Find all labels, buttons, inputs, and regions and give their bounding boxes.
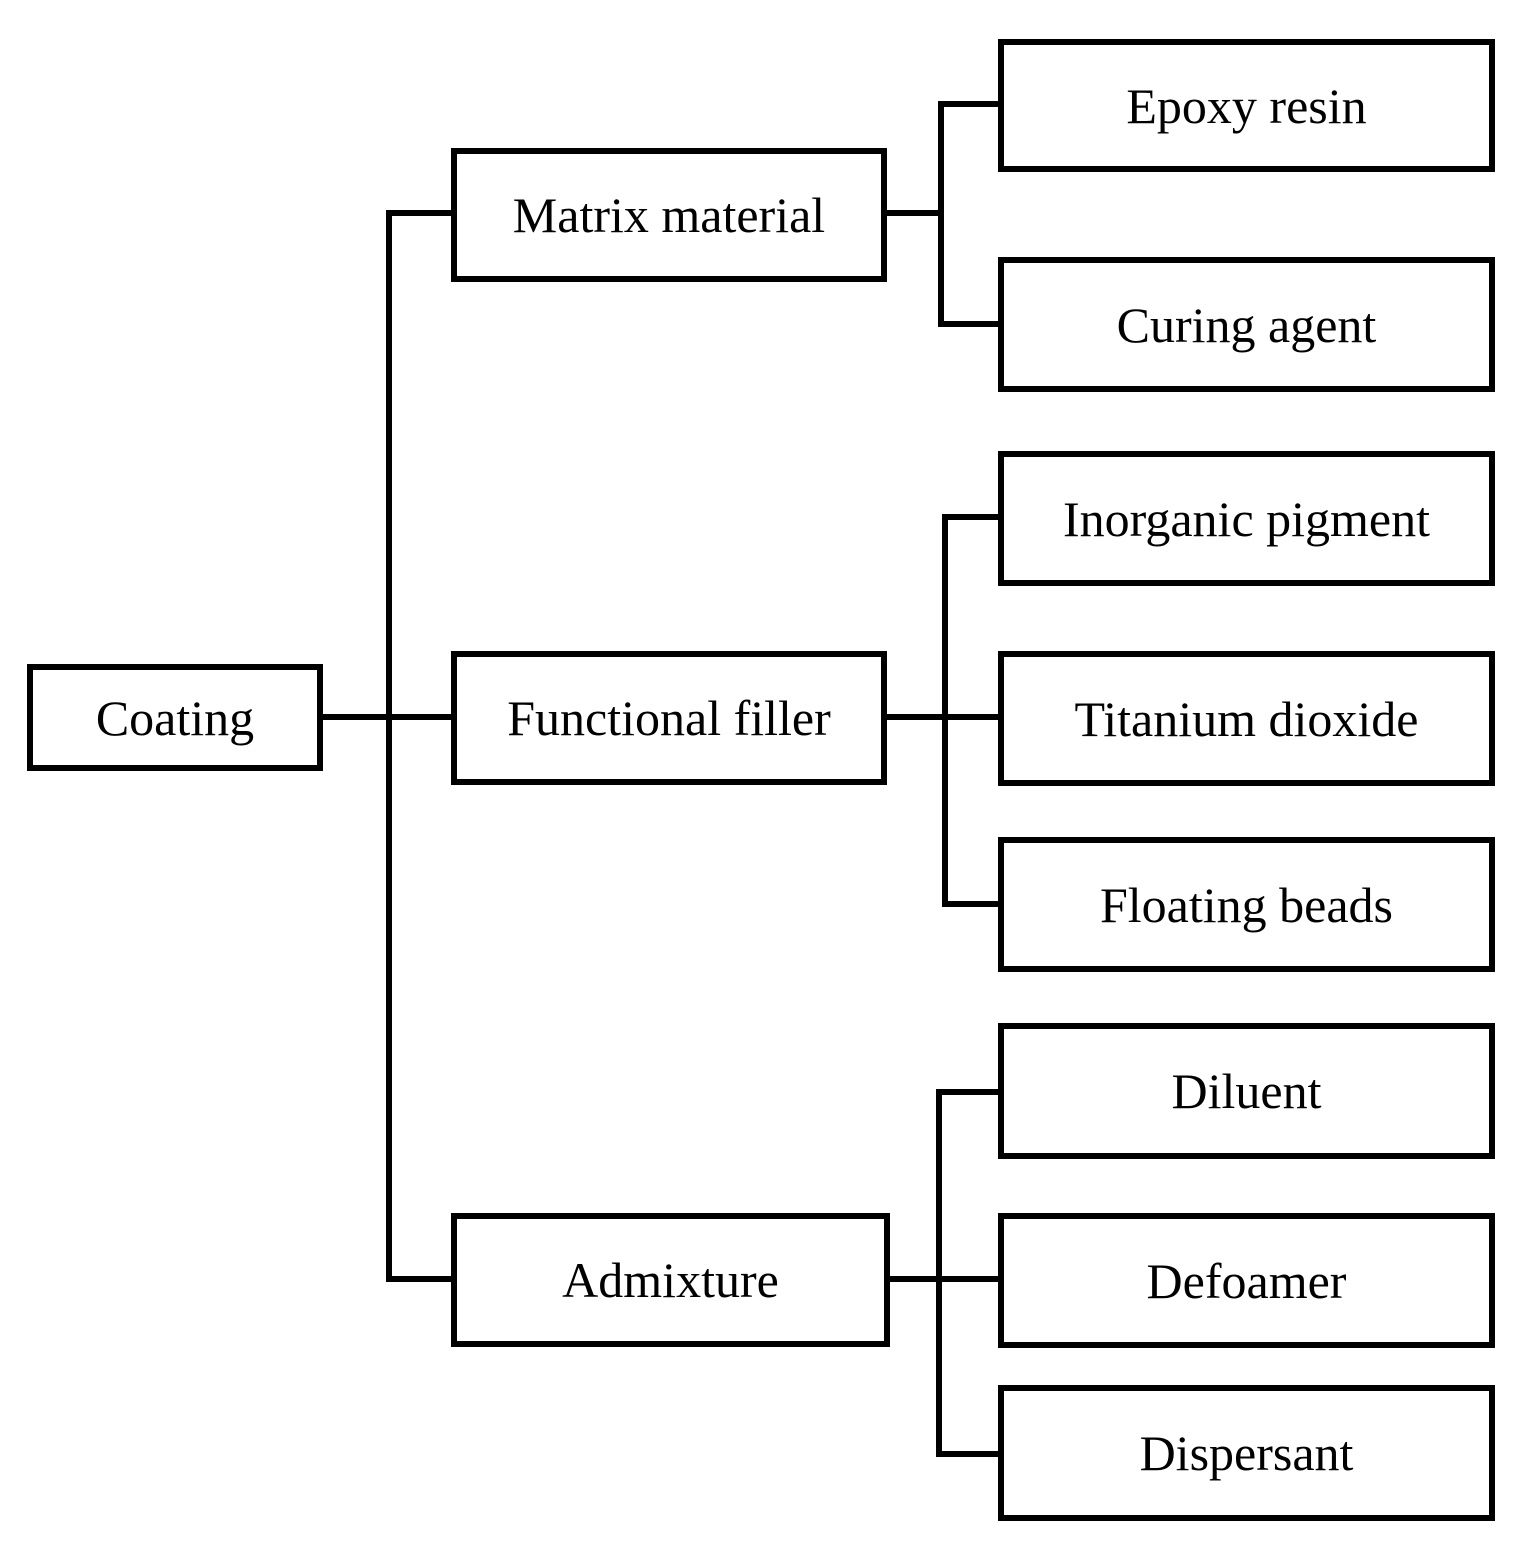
- node-epoxy-resin-label: Epoxy resin: [1126, 77, 1367, 134]
- node-titanium-dioxide: Titanium dioxide: [998, 651, 1495, 786]
- node-coating: Coating: [27, 664, 323, 771]
- node-admixture: Admixture: [451, 1213, 890, 1347]
- node-defoamer-label: Defoamer: [1146, 1252, 1347, 1309]
- node-matrix-material-label: Matrix material: [512, 187, 826, 243]
- node-floating-beads: Floating beads: [998, 837, 1495, 972]
- node-matrix-material: Matrix material: [451, 148, 887, 282]
- node-coating-label: Coating: [95, 689, 255, 746]
- node-functional-filler: Functional filler: [451, 651, 887, 785]
- node-defoamer: Defoamer: [998, 1213, 1495, 1348]
- node-floating-beads-label: Floating beads: [1099, 876, 1394, 933]
- node-dispersant-label: Dispersant: [1139, 1425, 1354, 1481]
- node-titanium-dioxide-label: Titanium dioxide: [1074, 690, 1419, 747]
- node-diluent: Diluent: [998, 1023, 1495, 1159]
- node-inorganic-pigment: Inorganic pigment: [998, 451, 1495, 586]
- node-dispersant: Dispersant: [998, 1385, 1495, 1521]
- node-epoxy-resin: Epoxy resin: [998, 39, 1495, 172]
- node-diluent-label: Diluent: [1171, 1063, 1322, 1119]
- node-curing-agent: Curing agent: [998, 257, 1495, 392]
- node-curing-agent-label: Curing agent: [1116, 296, 1377, 353]
- node-inorganic-pigment-label: Inorganic pigment: [1062, 490, 1431, 547]
- node-functional-filler-label: Functional filler: [507, 690, 831, 746]
- node-admixture-label: Admixture: [562, 1252, 779, 1308]
